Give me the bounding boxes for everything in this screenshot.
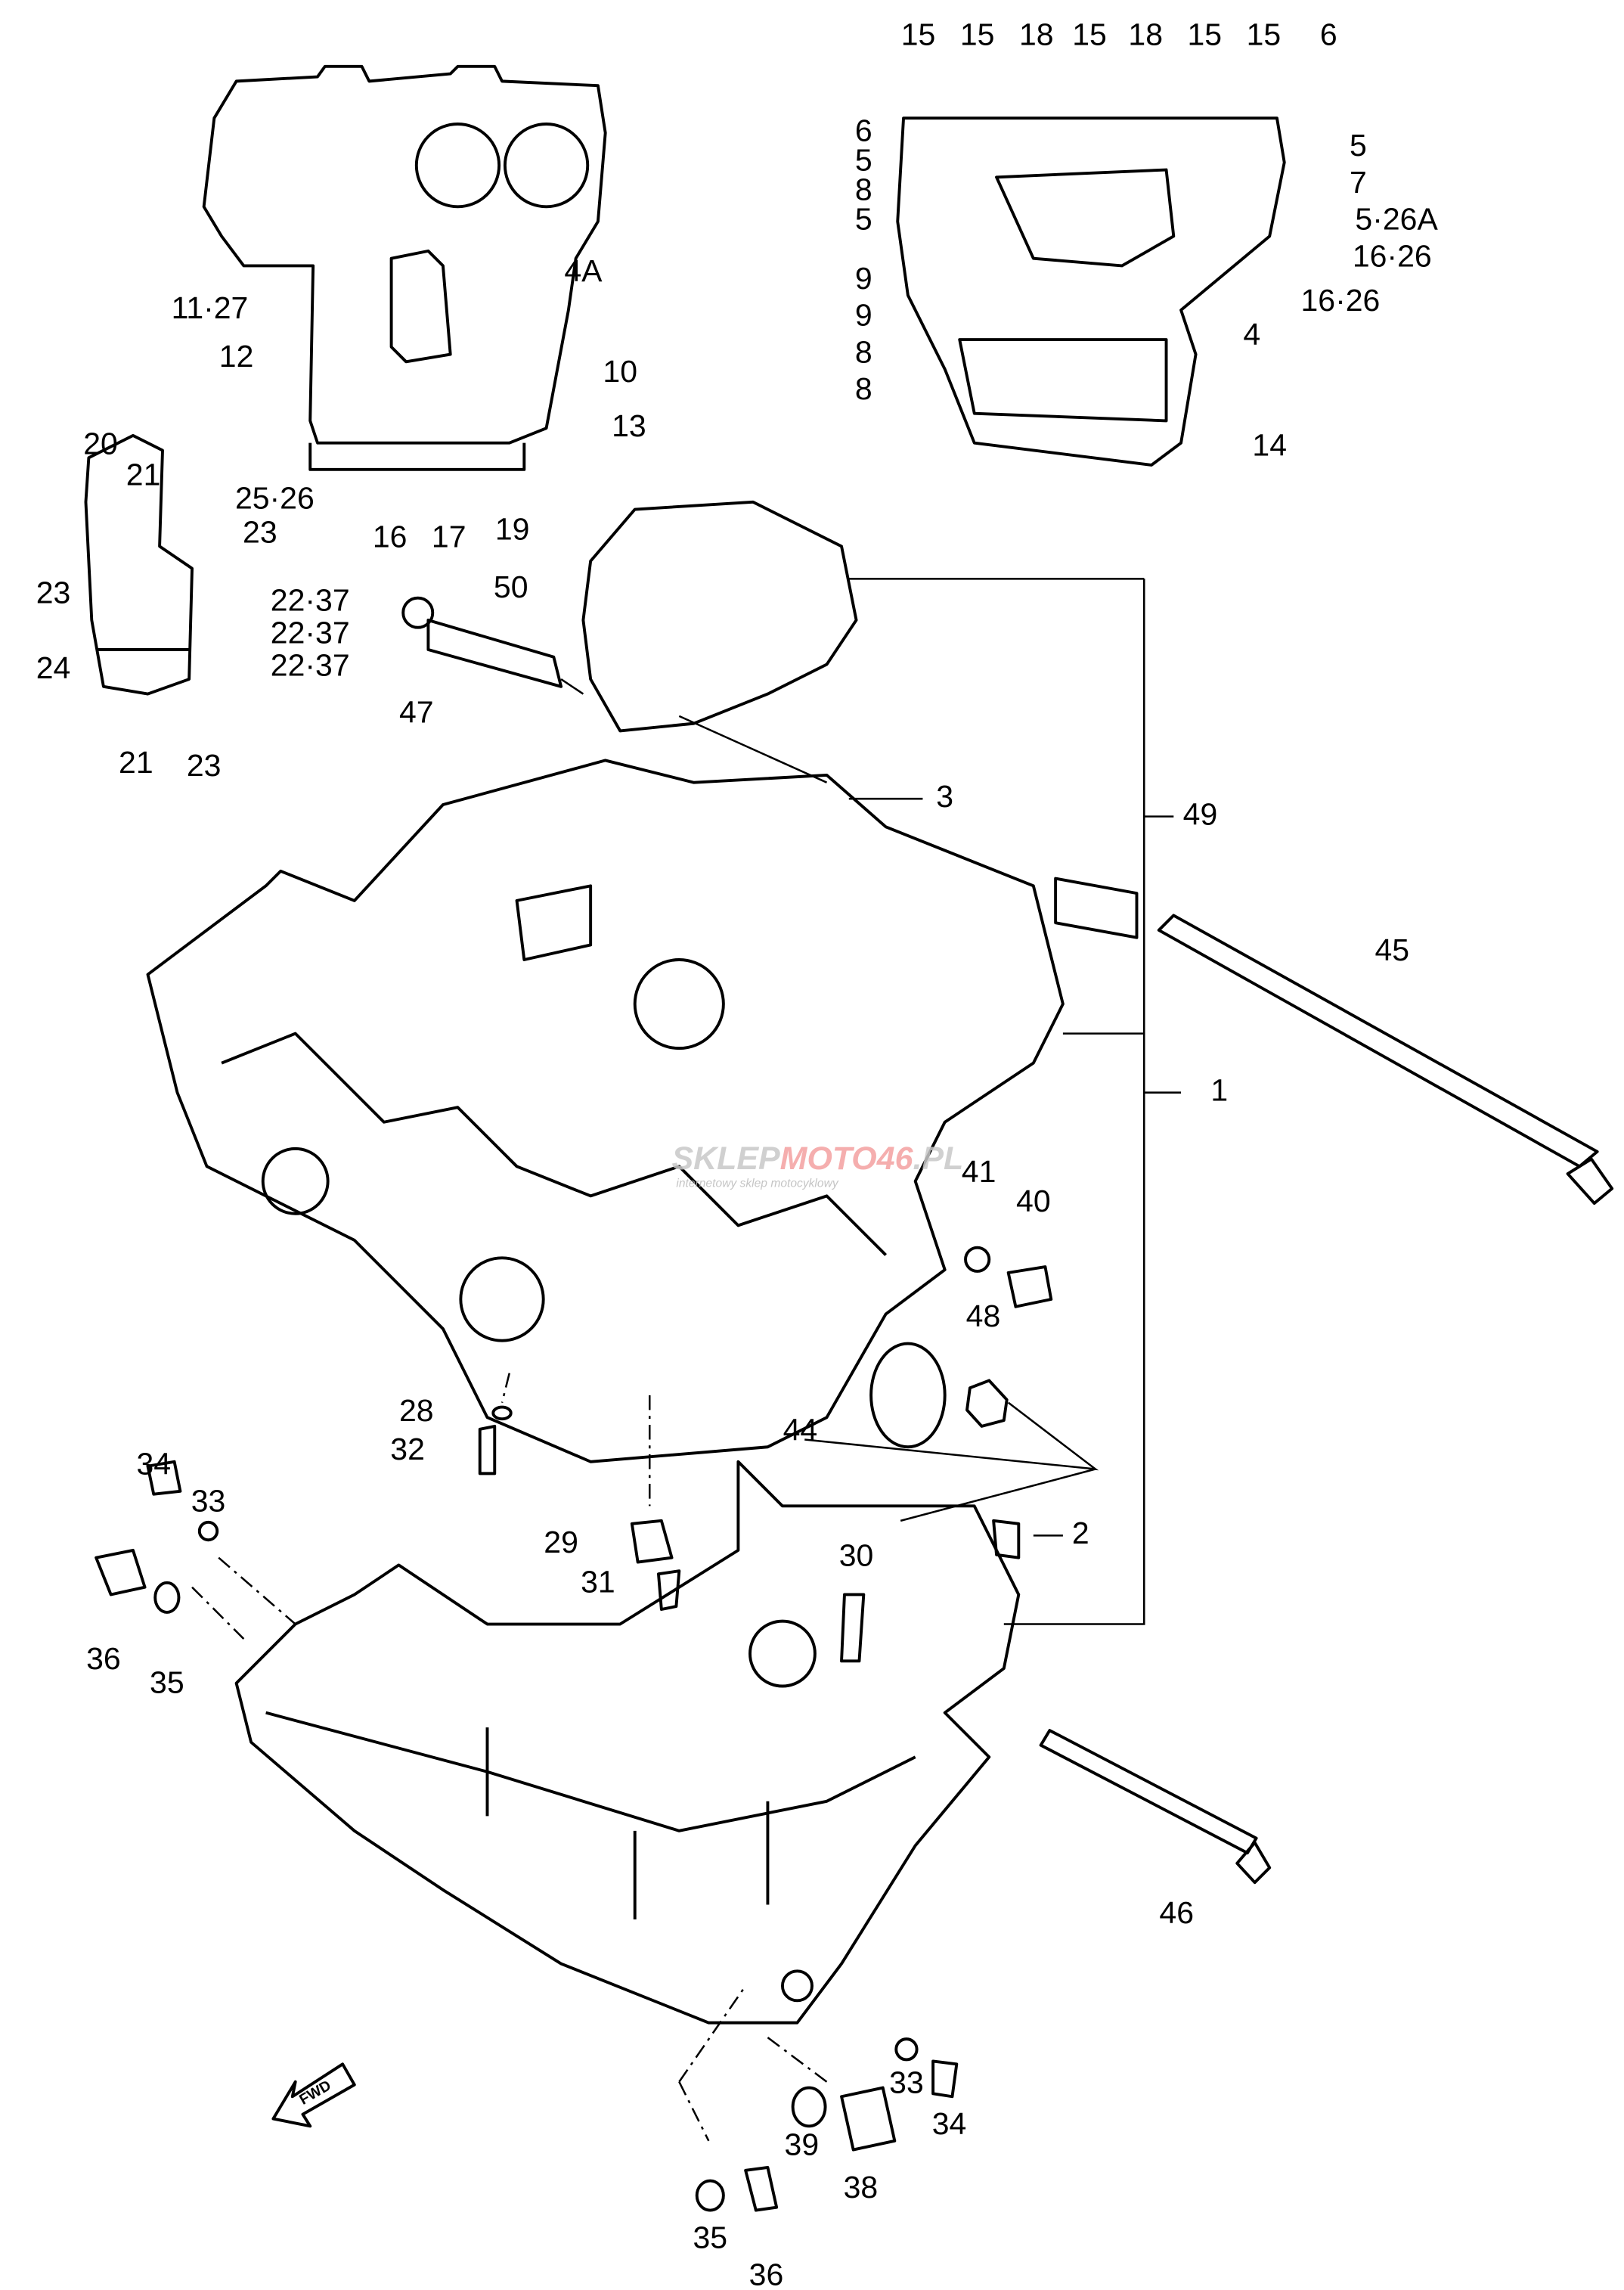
part-label-32: 32 <box>390 1432 425 1466</box>
part-label-30: 30 <box>839 1538 874 1572</box>
part-label-23: 23 <box>243 515 277 550</box>
part-label-8: 8 <box>855 334 872 369</box>
part-label-8: 8 <box>855 371 872 406</box>
part-label-21: 21 <box>119 745 153 780</box>
part-label-39: 39 <box>785 2127 820 2161</box>
part-label-22-37: 22·37 <box>271 615 350 650</box>
part-label-23: 23 <box>187 748 222 783</box>
fwd-arrow-icon: FWD <box>271 2062 356 2128</box>
part-label-1: 1 <box>1210 1073 1228 1108</box>
part-label-17: 17 <box>432 519 466 554</box>
bearing-cap <box>581 500 858 733</box>
lower-crankcase <box>234 1460 1021 2025</box>
part-label-10: 10 <box>603 354 637 389</box>
part-label-33: 33 <box>191 1483 226 1518</box>
svg-text:SKLEPMOTO46.PL: SKLEPMOTO46.PL <box>672 1140 964 1177</box>
part-label-13: 13 <box>612 408 646 443</box>
part-label-5: 5 <box>855 143 872 178</box>
part-label-35: 35 <box>693 2220 727 2254</box>
part-label-15: 15 <box>901 17 936 52</box>
lower-crankcase-bottom-view <box>896 116 1286 467</box>
part-label-15: 15 <box>1072 17 1107 52</box>
part-label-14: 14 <box>1252 427 1287 462</box>
part-label-31: 31 <box>581 1565 615 1600</box>
part-label-44: 44 <box>783 1413 818 1448</box>
part-label-36: 36 <box>86 1641 121 1676</box>
part-label-3: 3 <box>936 779 953 814</box>
upper-crankcase <box>146 759 1065 1463</box>
part-label-48: 48 <box>966 1299 1001 1333</box>
bolt-47 <box>401 596 435 629</box>
dowel-49 <box>1054 877 1139 939</box>
part-label-28: 28 <box>399 1393 434 1428</box>
small-parts <box>95 1246 1053 2212</box>
part-label-20: 20 <box>83 426 118 461</box>
plug-44 <box>869 1342 947 1449</box>
part-label-38: 38 <box>844 2170 879 2205</box>
part-label-22-37: 22·37 <box>271 582 350 617</box>
part-label-47: 47 <box>399 695 434 730</box>
part-label-25-26: 25·26 <box>235 481 315 516</box>
svg-text:internetowy sklep motocyklowy: internetowy sklep motocyklowy <box>676 1178 838 1190</box>
part-label-16-26: 16·26 <box>1353 238 1432 273</box>
part-label-16: 16 <box>373 519 408 554</box>
part-label-40: 40 <box>1016 1184 1051 1218</box>
part-label-8: 8 <box>855 172 872 207</box>
part-label-24: 24 <box>36 650 71 685</box>
part-label-18: 18 <box>1019 17 1054 52</box>
side-cover <box>84 433 194 696</box>
part-label-45: 45 <box>1375 932 1409 967</box>
part-label-33: 33 <box>889 2065 924 2099</box>
part-label-4A: 4A <box>564 253 603 288</box>
watermark: SKLEPMOTO46.PL internetowy sklep motocyk… <box>672 1140 964 1190</box>
part-label-11-27: 11·27 <box>172 290 249 325</box>
part-label-5-26A: 5·26A <box>1355 202 1438 237</box>
part-label-5: 5 <box>1350 128 1367 163</box>
part-label-9: 9 <box>855 261 872 296</box>
part-label-15: 15 <box>960 17 995 52</box>
part-label-36: 36 <box>749 2257 784 2290</box>
part-label-46: 46 <box>1159 1895 1194 1930</box>
part-label-9: 9 <box>855 298 872 333</box>
part-label-5: 5 <box>855 202 872 237</box>
part-label-23: 23 <box>36 576 71 610</box>
part-label-2: 2 <box>1072 1516 1089 1550</box>
part-label-6: 6 <box>855 113 872 148</box>
part-label-15: 15 <box>1247 17 1282 52</box>
bolt-46 <box>1039 1729 1258 1855</box>
part-label-6: 6 <box>1320 17 1337 52</box>
part-label-29: 29 <box>544 1525 578 1559</box>
part-label-34: 34 <box>136 1446 171 1481</box>
part-label-19: 19 <box>495 512 530 547</box>
part-label-4: 4 <box>1243 317 1260 352</box>
leader-lines <box>191 578 1182 2142</box>
part-label-34: 34 <box>932 2106 967 2141</box>
upper-crankcase-side-view <box>202 64 607 471</box>
part-label-15: 15 <box>1188 17 1223 52</box>
part-label-22-37: 22·37 <box>271 647 350 682</box>
part-label-35: 35 <box>150 1665 184 1699</box>
part-label-41: 41 <box>962 1154 996 1189</box>
part-label-18: 18 <box>1128 17 1163 52</box>
oil-pipe <box>426 619 563 688</box>
stud-45 <box>1157 914 1599 1168</box>
part-label-16-26: 16·26 <box>1301 283 1381 318</box>
part-label-21: 21 <box>126 457 161 492</box>
part-label-7: 7 <box>1350 165 1367 200</box>
part-label-49: 49 <box>1183 796 1218 831</box>
part-label-50: 50 <box>494 569 528 604</box>
part-label-12: 12 <box>219 339 254 374</box>
